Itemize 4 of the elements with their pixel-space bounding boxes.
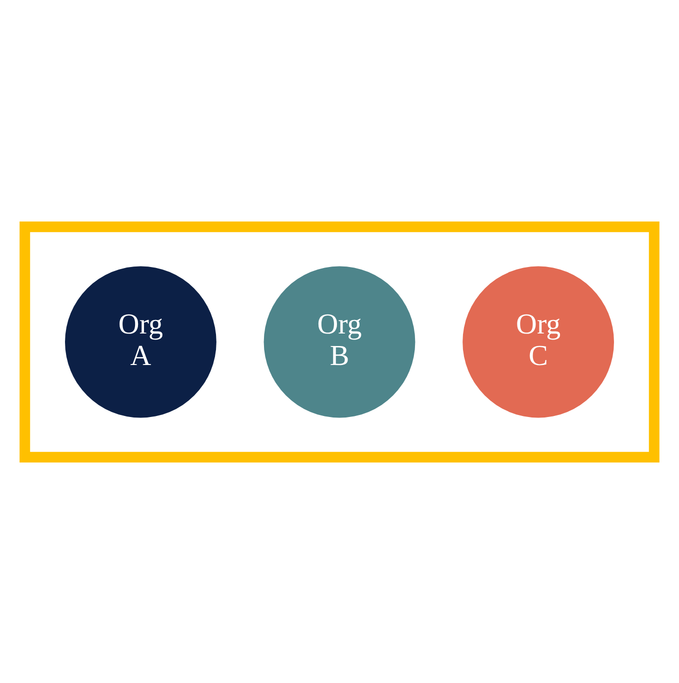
cluster	[20, 221, 660, 462]
node-circle: Org B	[264, 266, 416, 418]
node-circle: Org C	[462, 266, 614, 418]
node-circle: Org A	[65, 266, 216, 418]
